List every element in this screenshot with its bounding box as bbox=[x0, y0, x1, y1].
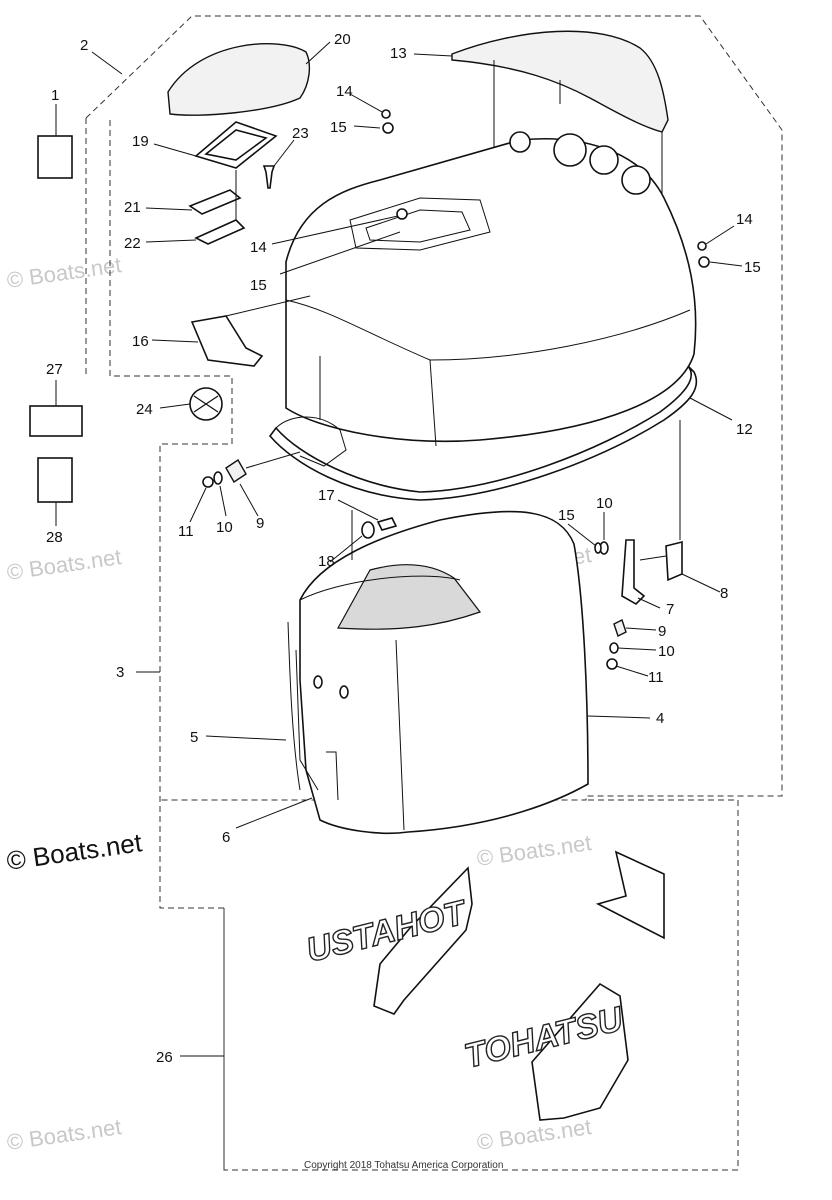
part-17-screw bbox=[376, 517, 398, 531]
callout-15: 15 bbox=[250, 277, 267, 294]
callout-11: 11 bbox=[178, 523, 194, 540]
watermark: © Boats.net bbox=[475, 1114, 593, 1155]
part-11-nut bbox=[202, 476, 214, 488]
callout-2: 2 bbox=[80, 37, 88, 54]
callout-19: 19 bbox=[132, 133, 149, 150]
part-20-cap bbox=[167, 43, 311, 116]
callout-14: 14 bbox=[736, 211, 753, 228]
part-15-nut bbox=[382, 122, 394, 134]
callout-17: 17 bbox=[318, 487, 335, 504]
part-18-washer bbox=[361, 521, 375, 539]
callout-5: 5 bbox=[190, 729, 198, 746]
part-22-clip bbox=[194, 219, 246, 245]
part-10-washer bbox=[609, 642, 619, 654]
part-26-decal-c bbox=[595, 850, 665, 940]
callout-1: 1 bbox=[51, 87, 59, 104]
top-cowl-body bbox=[285, 138, 697, 443]
callout-11: 11 bbox=[648, 669, 664, 686]
part-11-nut bbox=[606, 658, 618, 670]
part-27-card bbox=[29, 405, 83, 437]
part-14-screw bbox=[381, 109, 391, 119]
part-14-screw bbox=[697, 241, 707, 251]
callout-6: 6 bbox=[222, 829, 230, 846]
part-10-washer bbox=[213, 471, 223, 485]
part-4-bottom-cowl bbox=[299, 510, 589, 835]
assembly-outline-2 bbox=[85, 15, 783, 801]
callout-27: 27 bbox=[46, 361, 63, 378]
part-8-bracket bbox=[665, 540, 683, 582]
watermark: © Boats.net bbox=[5, 252, 123, 293]
callout-14: 14 bbox=[250, 239, 267, 256]
watermark: © Boats.net bbox=[5, 544, 123, 585]
part-21-clip bbox=[188, 189, 242, 215]
copyright-notice: Copyright 2018 Tohatsu America Corporati… bbox=[304, 1160, 503, 1171]
callout-10: 10 bbox=[216, 519, 233, 536]
part-15-washer bbox=[594, 542, 602, 554]
callout-8: 8 bbox=[720, 585, 728, 602]
part-16-bracket bbox=[190, 315, 264, 367]
watermark-bold: © Boats.net bbox=[5, 827, 145, 876]
watermark: © Boats.net bbox=[5, 1114, 123, 1155]
part-15-nut bbox=[698, 256, 710, 268]
part-1-manual bbox=[37, 135, 73, 179]
callout-15: 15 bbox=[330, 119, 347, 136]
callout-28: 28 bbox=[46, 529, 63, 546]
callout-16: 16 bbox=[132, 333, 149, 350]
callout-23: 23 bbox=[292, 125, 309, 142]
callout-20: 20 bbox=[334, 31, 351, 48]
callout-15: 15 bbox=[744, 259, 761, 276]
callout-10: 10 bbox=[658, 643, 675, 660]
callout-10: 10 bbox=[596, 495, 613, 512]
callout-13: 13 bbox=[390, 45, 407, 62]
callout-22: 22 bbox=[124, 235, 141, 252]
part-26-decal-panel-a bbox=[373, 866, 473, 1015]
callout-12: 12 bbox=[736, 421, 753, 438]
watermark: © Boats.net bbox=[475, 830, 593, 871]
part-26-decal-panel-b bbox=[531, 982, 629, 1121]
part-12-gasket bbox=[268, 365, 698, 501]
part-28-card bbox=[37, 457, 73, 503]
callout-26: 26 bbox=[156, 1049, 173, 1066]
callout-9: 9 bbox=[256, 515, 264, 532]
part-7-hook bbox=[621, 539, 646, 605]
callout-18: 18 bbox=[318, 553, 335, 570]
callout-labels: 1 2 3 4 5 6 7 8 9 9 10 10 10 11 11 12 13… bbox=[46, 31, 761, 1066]
callout-7: 7 bbox=[666, 601, 674, 618]
callout-21: 21 bbox=[124, 199, 141, 216]
part-9-bushing bbox=[225, 459, 247, 483]
callout-9: 9 bbox=[658, 623, 666, 640]
leader-lines bbox=[55, 41, 743, 1057]
callout-3: 3 bbox=[116, 664, 124, 681]
part-9-bushing bbox=[613, 619, 627, 637]
callout-4: 4 bbox=[656, 710, 664, 727]
assembly-outline-top-cowl bbox=[109, 120, 233, 909]
callout-24: 24 bbox=[136, 401, 153, 418]
callout-14: 14 bbox=[336, 83, 353, 100]
callout-15: 15 bbox=[558, 507, 575, 524]
part-23-screw bbox=[262, 165, 276, 189]
